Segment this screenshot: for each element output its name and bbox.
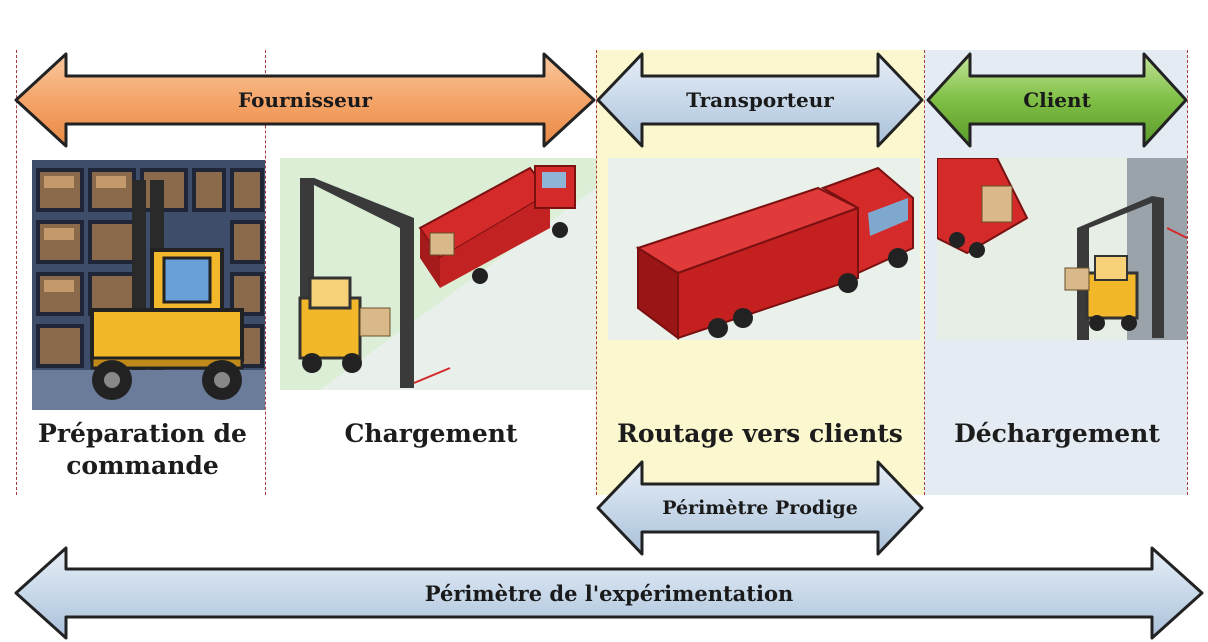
- fournisseur-label: Fournisseur: [238, 88, 372, 112]
- client-arrow: Client: [926, 52, 1188, 148]
- perimetre-prodige-arrow: Périmètre Prodige: [596, 460, 924, 556]
- stage-preparation: Préparation de commande: [38, 419, 247, 480]
- unloading-gate-illustration: [937, 158, 1187, 340]
- separator-line: [596, 50, 597, 495]
- perimetre-prodige-label: Périmètre Prodige: [662, 497, 858, 519]
- transporteur-label: Transporteur: [686, 88, 834, 112]
- stage-chargement: Chargement: [344, 419, 518, 448]
- transporteur-arrow: Transporteur: [596, 52, 924, 148]
- perimetre-experimentation-arrow: Périmètre de l'expérimentation: [14, 546, 1204, 640]
- loading-gate-illustration: [280, 158, 596, 390]
- fournisseur-arrow: Fournisseur: [14, 52, 596, 148]
- separator-line: [924, 50, 925, 495]
- perimetre-experimentation-label: Périmètre de l'expérimentation: [424, 580, 794, 606]
- separator-line: [1187, 50, 1188, 495]
- stage-routage: Routage vers clients: [617, 419, 903, 448]
- stage-dechargement: Déchargement: [954, 419, 1160, 448]
- client-label: Client: [1023, 88, 1091, 112]
- separator-line: [265, 50, 266, 495]
- separator-line: [16, 50, 17, 495]
- truck-illustration: [608, 158, 920, 340]
- warehouse-forklift-illustration: [32, 160, 265, 410]
